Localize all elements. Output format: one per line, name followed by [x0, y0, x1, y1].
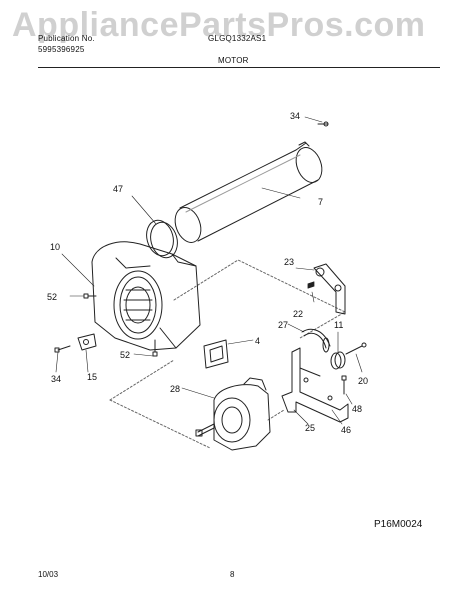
exhaust-duct-part-7 [174, 141, 323, 243]
clamp-ring-part-47 [146, 219, 178, 259]
footer-page-number: 8 [230, 570, 235, 579]
motor-base-part-25 [281, 347, 349, 423]
blower-housing-part-10 [91, 241, 201, 351]
callout-52-left: 52 [47, 292, 58, 302]
screw-part-48 [341, 375, 347, 395]
callout-52-bottom: 52 [120, 350, 131, 360]
section-title: MOTOR [218, 56, 249, 65]
leader-lines [55, 187, 363, 425]
callout-34-bottom: 34 [51, 374, 62, 384]
callout-22: 22 [293, 309, 304, 319]
callout-20: 20 [358, 376, 369, 386]
callout-10: 10 [50, 242, 61, 252]
publication-number: 5995396925 [38, 45, 85, 54]
callout-28: 28 [170, 384, 181, 394]
screw-part-34-bottom [54, 345, 71, 353]
callout-23: 23 [284, 257, 295, 267]
pulley-part-27 [301, 328, 331, 353]
idler-bracket-part-23 [313, 263, 346, 315]
model-number: GLGQ1332AS1 [208, 34, 267, 43]
reference-frame [109, 259, 346, 449]
callout-15: 15 [87, 372, 98, 382]
idler-pulley-part-11 [330, 351, 346, 370]
publication-label: Publication No. [38, 34, 95, 43]
header-rule [38, 67, 440, 68]
callout-4: 4 [255, 336, 261, 346]
diagram-code: P16M0024 [374, 519, 423, 530]
callout-11: 11 [334, 320, 344, 330]
callout-27: 27 [278, 320, 289, 330]
drive-motor-part-28 [195, 377, 271, 451]
callout-7: 7 [318, 197, 324, 207]
screw-part-52-bottom [152, 339, 158, 357]
motor-mount-part-4 [203, 339, 229, 369]
callout-25: 25 [305, 423, 316, 433]
bolt-part-20 [345, 342, 367, 355]
callout-46: 46 [341, 425, 352, 435]
spring-part-22 [307, 281, 315, 289]
watermark: AppliancePartsPros.com [12, 6, 426, 44]
callout-34-top: 34 [290, 111, 301, 121]
footer-date: 10/03 [38, 570, 59, 579]
screw-part-34-top [304, 116, 329, 127]
callout-47: 47 [113, 184, 124, 194]
callout-48: 48 [352, 404, 363, 414]
switch-part-15 [77, 333, 97, 351]
